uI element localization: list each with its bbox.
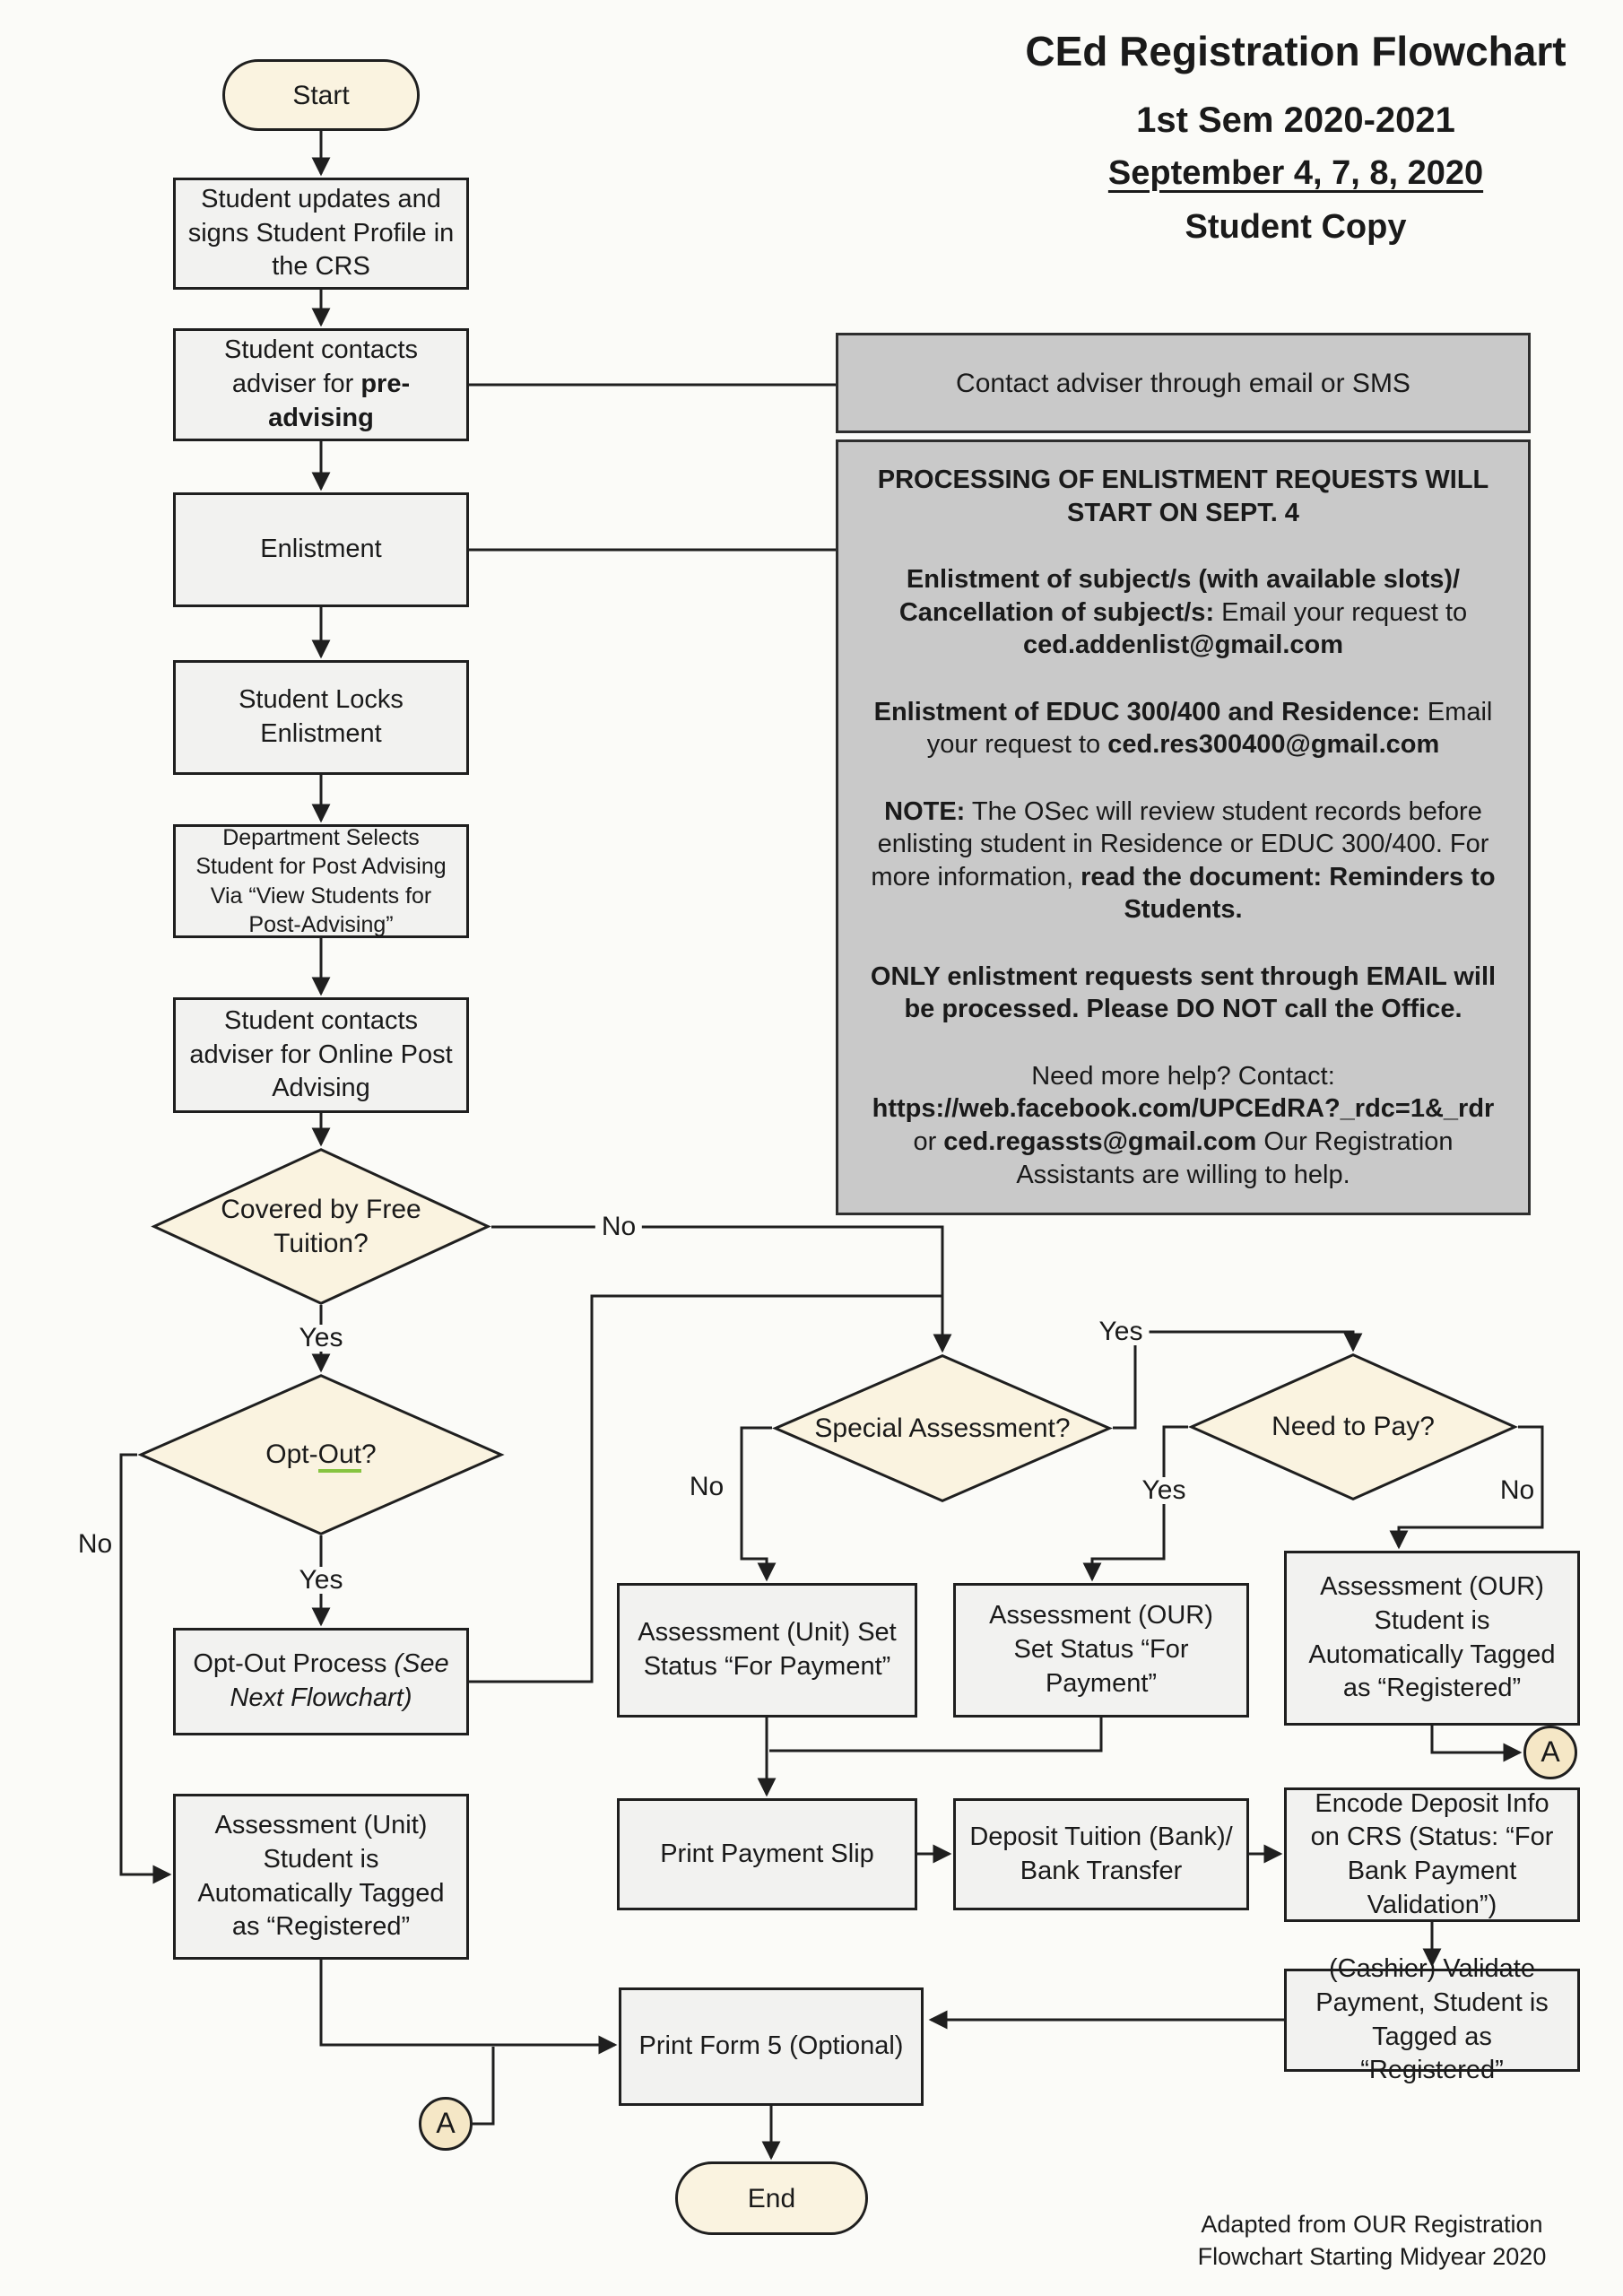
step-unit-set-status: Assessment (Unit) Set Status “For Paymen…: [617, 1583, 917, 1718]
label-free-tuition-yes: Yes: [292, 1325, 350, 1352]
step-online-post-advising: Student contacts adviser for Online Post…: [173, 997, 469, 1113]
edge-freetuition-no-special: [491, 1225, 952, 1353]
info-paragraph: PROCESSING OF ENLISTMENT REQUESTS WILL S…: [877, 465, 1489, 527]
semester-subtitle: 1st Sem 2020-2021: [1136, 100, 1455, 140]
label-opt-out-yes: Yes: [292, 1567, 350, 1594]
page-title: CEd Registration Flowchart: [1025, 28, 1567, 74]
decision-special-assessment: Special Assessment?: [772, 1354, 1113, 1502]
info-paragraph: NOTE: The OSec will review student recor…: [871, 796, 1496, 925]
decision-free-tuition: Covered by Free Tuition?: [151, 1148, 491, 1305]
label-special-no: No: [682, 1474, 731, 1500]
info-paragraph: Enlistment of subject/s (with available …: [898, 565, 1468, 660]
edge-needpay-no-ourreg: [1389, 1425, 1544, 1550]
info-paragraph: ONLY enlistment requests sent through EM…: [870, 961, 1497, 1024]
edge-unitreg-printform5: [319, 1960, 618, 2055]
connector-a-right: A: [1523, 1726, 1577, 1779]
step-contact-adviser: Student contacts adviser for pre-advisin…: [173, 328, 469, 441]
edge-optout-no-unitreg: [119, 1453, 172, 1884]
info-paragraph: Enlistment of EDUC 300/400 and Residence…: [873, 697, 1493, 760]
label-special-yes: Yes: [1092, 1318, 1150, 1345]
edge-needpay-yes-ourset: [1082, 1425, 1188, 1582]
step-print-form5: Print Form 5 (Optional): [619, 1987, 924, 2106]
copy-subtitle: Student Copy: [1185, 208, 1407, 246]
info-paragraph: Need more help? Contact: https://web.fac…: [872, 1061, 1495, 1189]
decision-need-to-pay: Need to Pay?: [1188, 1353, 1518, 1500]
step-deposit-tuition: Deposit Tuition (Bank)/ Bank Transfer: [953, 1798, 1249, 1910]
step-dept-selects: Department Selects Student for Post Advi…: [173, 824, 469, 938]
label-opt-out-no: No: [71, 1531, 119, 1558]
label-need-pay-yes: Yes: [1135, 1477, 1193, 1504]
decision-opt-out: Opt-Out?: [137, 1374, 505, 1535]
adapted-note: Adapted from OUR Registration Flowchart …: [1197, 2211, 1547, 2271]
step-enlistment: Enlistment: [173, 492, 469, 607]
connector-a-left: A: [419, 2097, 473, 2151]
edge-ourreg-aright: [1430, 1726, 1523, 1762]
step-cashier-validate: (Cashier) Validate Payment, Student is T…: [1284, 1954, 1580, 2084]
info-contact-adviser: Contact adviser through email or SMS: [836, 333, 1531, 433]
label-need-pay-no: No: [1493, 1477, 1541, 1504]
edge-aleft-join: [473, 2047, 495, 2126]
step-our-registered: Assessment (OUR) Student is Automaticall…: [1284, 1551, 1580, 1726]
label-free-tuition-no: No: [595, 1213, 643, 1240]
end-terminator: End: [675, 2161, 868, 2235]
edge-ourset-merge: [769, 1718, 1103, 1752]
step-unit-registered: Assessment (Unit) Student is Automatical…: [173, 1794, 469, 1960]
info-processing-notes: PROCESSING OF ENLISTMENT REQUESTS WILL S…: [836, 439, 1531, 1215]
step-update-profile: Student updates and signs Student Profil…: [173, 178, 469, 290]
edge-special-no-unitset: [740, 1426, 777, 1582]
start-terminator: Start: [222, 59, 420, 131]
step-print-payment-slip: Print Payment Slip: [617, 1798, 917, 1910]
step-our-set-status: Assessment (OUR) Set Status “For Payment…: [953, 1583, 1249, 1718]
step-encode-deposit: Encode Deposit Info on CRS (Status: “For…: [1284, 1787, 1580, 1922]
dates-subtitle: September 4, 7, 8, 2020: [1107, 154, 1484, 192]
step-opt-out-process: Opt-Out Process (See Next Flowchart): [173, 1628, 469, 1735]
step-lock-enlistment: Student Locks Enlistment: [173, 660, 469, 775]
edge-optoutprocess-merge: [469, 1294, 942, 1683]
